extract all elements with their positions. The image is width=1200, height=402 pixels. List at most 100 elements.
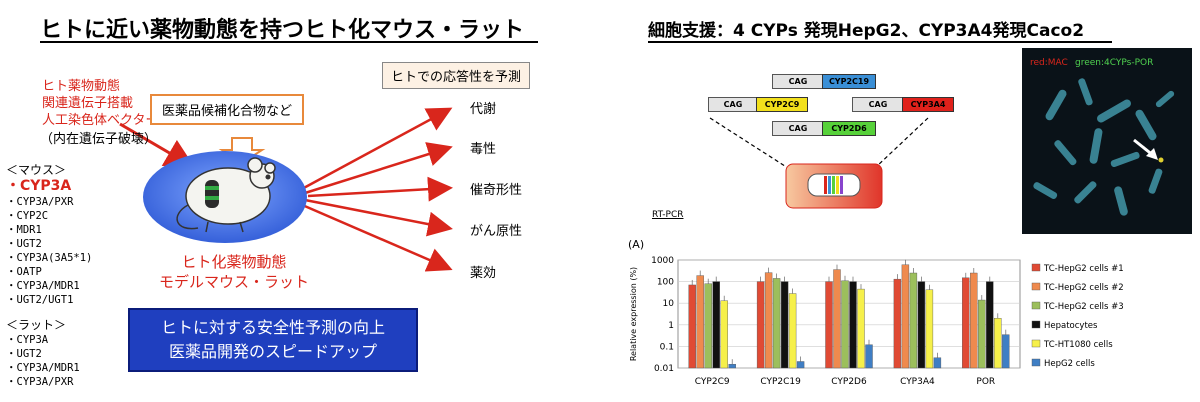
- promoter-box: CAG: [772, 121, 824, 136]
- effect-label: 催奇形性: [470, 183, 523, 198]
- legend-swatch: [1031, 339, 1041, 348]
- benefit-box: ヒトに対する安全性予測の向上 医薬品開発のスピードアップ: [128, 308, 418, 372]
- legend-label: TC-HepG2 cells #2: [1043, 283, 1124, 293]
- bar: [849, 281, 857, 369]
- micro-label-green: green:4CYPs-POR: [1075, 58, 1154, 68]
- effect-label: 代謝: [470, 102, 497, 117]
- model-line-2: モデルマウス・ラット: [158, 273, 309, 291]
- bar: [970, 272, 978, 369]
- bar: [933, 357, 942, 369]
- promoter-box: CAG: [852, 97, 904, 112]
- rat-list-header: ＜ラット＞: [6, 318, 67, 332]
- x-tick-label: POR: [976, 377, 995, 387]
- benefit-line-2: 医薬品開発のスピードアップ: [168, 342, 377, 361]
- mouse-list-header: ＜マウス＞: [6, 163, 67, 177]
- bar: [893, 278, 902, 369]
- construct-graphics: [709, 117, 929, 209]
- effect-arrow-5: [299, 202, 453, 272]
- model-line-1: ヒト化薬物動態: [181, 253, 287, 271]
- bar: [756, 281, 765, 369]
- y-tick-label: 10: [663, 299, 675, 309]
- right-title-underline: [648, 41, 1112, 43]
- effect-label: 毒性: [470, 142, 497, 157]
- bar: [780, 281, 789, 369]
- bar: [712, 281, 720, 369]
- y-axis-label: Relative expression (%): [629, 267, 638, 361]
- rtpcr-label: RT-PCR: [652, 210, 684, 220]
- bar: [841, 280, 849, 369]
- benefit-line-1: ヒトに対する安全性予測の向上: [160, 318, 385, 337]
- legend-label: TC-HepG2 cells #1: [1043, 264, 1124, 274]
- vector-line-2: 関連遺伝子搭載: [42, 96, 134, 111]
- vector-line-3: 人工染色体ベクター: [42, 113, 159, 128]
- rat-list-item: ・UGT2: [6, 348, 42, 360]
- legend-label: TC-HT1080 cells: [1043, 340, 1113, 350]
- effect-arrow-1: [299, 107, 453, 192]
- microscopy-image: [1022, 48, 1192, 234]
- bar: [688, 284, 696, 369]
- legend-swatch: [1031, 320, 1041, 329]
- x-tick-label: CYP2C19: [760, 377, 801, 387]
- y-tick-label: 100: [657, 278, 674, 288]
- gene-box-cyp2c9: CYP2C9: [756, 97, 808, 112]
- promoter-box: CAG: [772, 74, 824, 89]
- bar: [833, 269, 841, 369]
- rat-list-item: ・CYP3A: [6, 334, 49, 346]
- rat-list-item: ・CYP3A/MDR1: [6, 362, 80, 374]
- bar: [978, 299, 986, 369]
- prediction-box: ヒトでの応答性を予測: [382, 62, 531, 89]
- bar: [825, 281, 833, 369]
- left-diagram-graphics: [119, 107, 453, 272]
- bar: [917, 281, 926, 369]
- mouse-list-item: ・CYP2C: [6, 210, 49, 222]
- effect-arrow-2: [304, 142, 453, 195]
- x-tick-label: CYP2C9: [695, 377, 730, 387]
- bar: [909, 272, 918, 369]
- bar: [728, 363, 736, 369]
- panel-label: (A): [628, 238, 645, 251]
- legend-label: TC-HepG2 cells #3: [1043, 302, 1124, 312]
- legend-label: Hepatocytes: [1044, 321, 1098, 331]
- y-tick-label: 1: [668, 321, 674, 331]
- mouse-list-highlight: ・CYP3A: [6, 178, 72, 194]
- y-tick-label: 1000: [651, 256, 674, 266]
- bar: [901, 264, 910, 369]
- right-title: 細胞支援：4 CYPs 発現HepG2、CYP3A4発現Caco2: [648, 21, 1085, 41]
- bar: [865, 344, 873, 369]
- x-tick-label: CYP3A4: [900, 377, 935, 387]
- legend-swatch: [1031, 301, 1041, 310]
- chromosome-icon: [205, 180, 219, 208]
- bar: [772, 278, 781, 369]
- mouse-list-item: ・CYP3A/MDR1: [6, 280, 80, 292]
- vector-line-1: ヒト薬物動態: [42, 79, 121, 94]
- bar: [704, 283, 712, 369]
- gene-box-cyp2c19: CYP2C19: [822, 74, 876, 89]
- bar: [925, 289, 934, 369]
- mouse-list-item: ・CYP3A/PXR: [6, 196, 74, 208]
- gene-box-cyp3a4: CYP3A4: [902, 97, 954, 112]
- bar: [986, 281, 994, 369]
- bar: [696, 275, 704, 369]
- bar: [962, 277, 970, 369]
- mouse-list-item: ・UGT2/UGT1: [6, 294, 74, 306]
- legend-label: HepG2 cells: [1044, 359, 1095, 369]
- bar: [796, 361, 805, 369]
- legend-swatch: [1031, 263, 1041, 272]
- effect-label: がん原性: [470, 224, 523, 239]
- y-tick-label: 0.1: [660, 342, 674, 352]
- effect-arrow-3: [307, 176, 453, 202]
- vector-note: （内在遺伝子破壊）: [40, 132, 158, 147]
- effect-label: 薬効: [470, 266, 497, 281]
- promoter-box: CAG: [708, 97, 758, 112]
- bar: [994, 318, 1002, 369]
- bar: [857, 288, 865, 369]
- vector-arrow: [119, 122, 196, 169]
- y-tick-label: 0.01: [654, 364, 674, 374]
- mouse-list-item: ・UGT2: [6, 238, 42, 250]
- left-title-underline: [40, 41, 538, 43]
- effect-arrow-4: [304, 198, 453, 237]
- gene-box-cyp2d6: CYP2D6: [822, 121, 876, 136]
- bar: [764, 272, 773, 369]
- mouse-list-item: ・MDR1: [6, 224, 42, 236]
- bar: [720, 300, 728, 369]
